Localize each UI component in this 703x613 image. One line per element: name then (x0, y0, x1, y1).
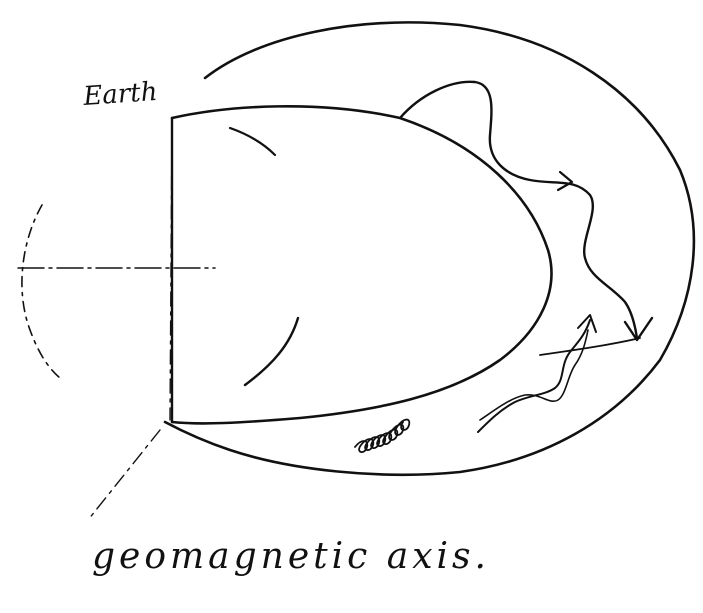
outer-boundary (165, 22, 694, 474)
label-earth: Earth (81, 77, 158, 112)
wavy-path-top (400, 82, 637, 338)
label-geomagnetic-axis: geomagnetic axis. (92, 536, 490, 577)
earth-right-arc (230, 128, 275, 155)
inner-boundary (172, 106, 551, 423)
arrowhead-1 (558, 172, 572, 190)
zigzag-path-2 (480, 330, 588, 420)
earth-lower-arc (245, 318, 298, 385)
arrowhead-2 (625, 318, 652, 340)
earth-outline (22, 205, 60, 378)
lower-tail-line (540, 338, 640, 355)
helical-particle-path (355, 420, 409, 453)
geomagnetic-axis-line (88, 118, 172, 520)
zigzag-path (478, 320, 590, 432)
